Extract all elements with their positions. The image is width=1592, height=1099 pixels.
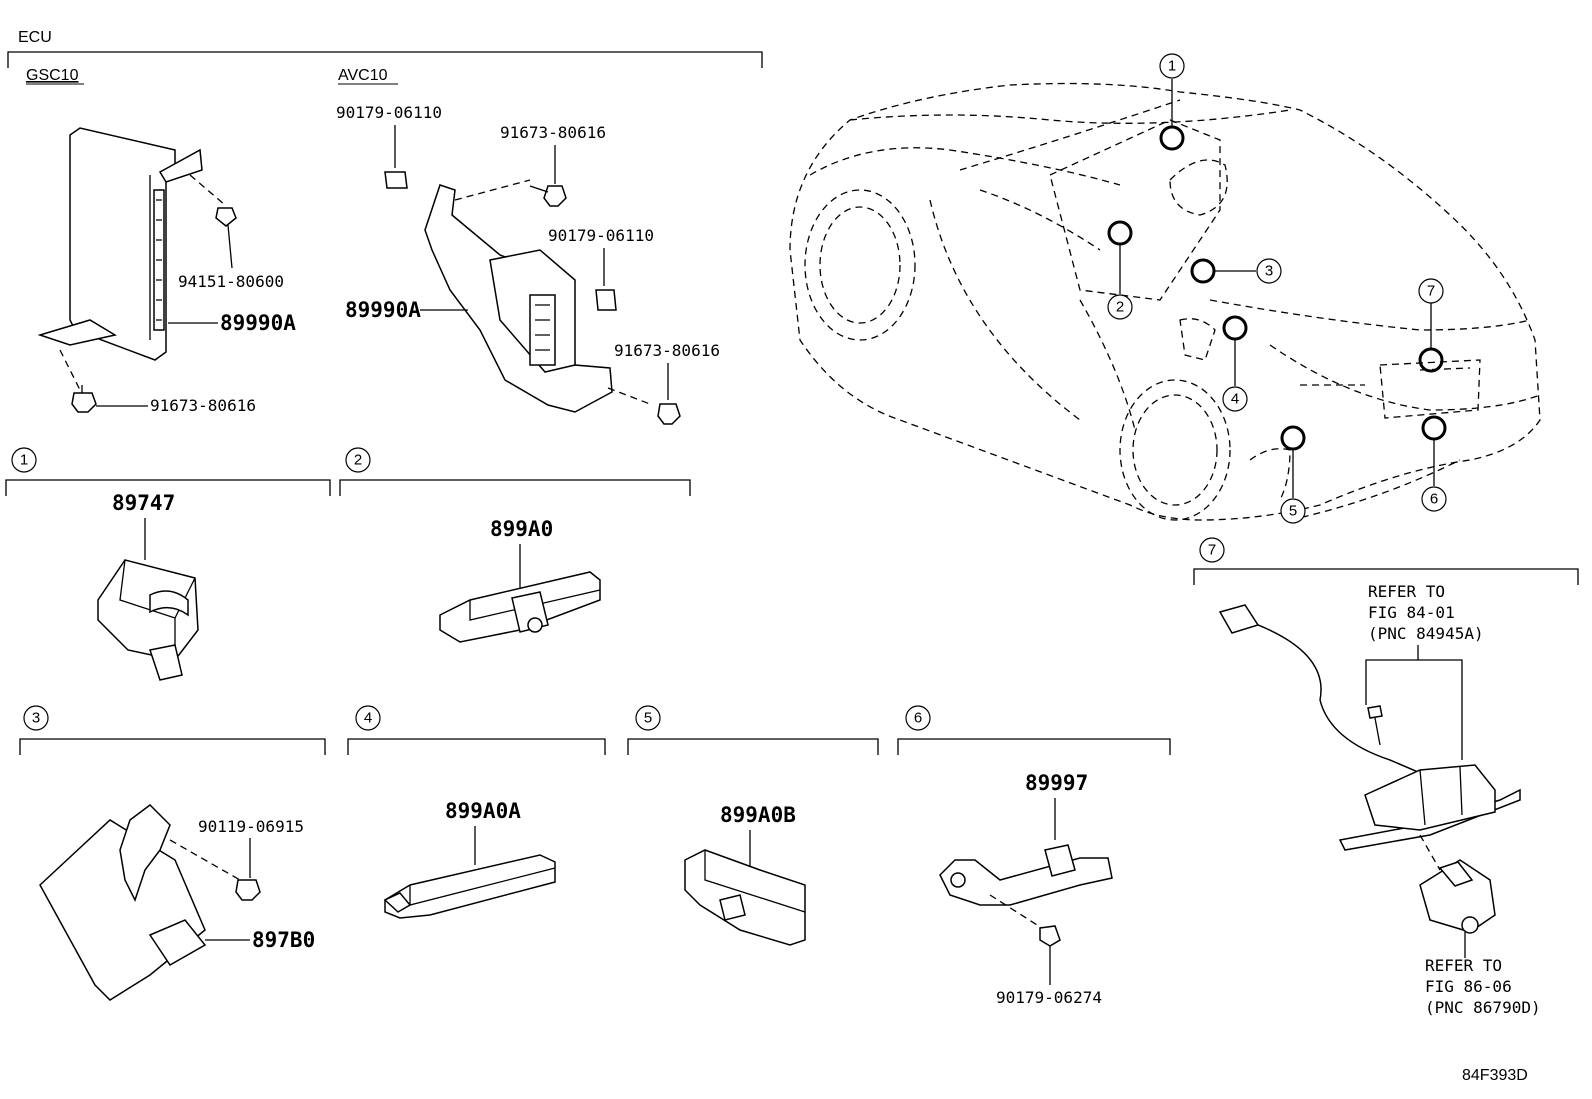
- ecu-bracket: [7, 51, 763, 68]
- refer-2-line-3: (PNC 86790D): [1425, 998, 1541, 1017]
- clip-icon-mid: [595, 289, 617, 311]
- sensor-89747: [97, 559, 199, 681]
- module-899a0: [439, 571, 601, 643]
- svg-text:4: 4: [364, 710, 372, 727]
- bolt-icon-section-3: [235, 879, 261, 901]
- refer-1-line-1: REFER TO: [1368, 582, 1445, 601]
- callout-leaders: [1119, 79, 1435, 498]
- clip-icon-left: [215, 207, 237, 227]
- label-91673-80616-top: 91673-80616: [500, 123, 606, 142]
- label-91673-80616-bottom: 91673-80616: [614, 341, 720, 360]
- callout-7: 7: [1418, 278, 1444, 304]
- bolt-icon-bottom: [657, 403, 681, 425]
- section-7-marker: [1199, 537, 1225, 563]
- svg-text:6: 6: [1430, 491, 1438, 508]
- callout-4: 4: [1222, 386, 1248, 412]
- section-7-bracket: [1193, 568, 1579, 585]
- refer-2-line-2: FIG 86-06: [1425, 977, 1512, 996]
- ecu-header: ECU: [18, 29, 52, 46]
- label-90179-06110-top: 90179-06110: [336, 103, 442, 122]
- label-90119-06915: 90119-06915: [198, 817, 304, 836]
- dashed-bolt-line-left: [59, 349, 81, 391]
- part-897b0: 897B0: [252, 928, 315, 952]
- camera-harness: [1218, 604, 1426, 776]
- part-899a0a: 899A0A: [445, 799, 521, 823]
- label-94151-80600: 94151-80600: [178, 272, 284, 291]
- section-4-marker: [355, 705, 381, 731]
- section-6-bracket: [897, 738, 1171, 755]
- callout-6: 6: [1421, 486, 1447, 512]
- figure-code: 84F393D: [1462, 1067, 1528, 1084]
- callout-5: 5: [1280, 498, 1306, 524]
- ecu-variant-gsc10: GSC10: [26, 67, 79, 84]
- part-899a0b: 899A0B: [720, 803, 796, 827]
- clip-icon-section-6: [1039, 925, 1061, 947]
- label-91673-80616-left: 91673-80616: [150, 396, 256, 415]
- ecu-module-gsc10: [37, 127, 203, 361]
- svg-text:1: 1: [20, 452, 28, 469]
- label-89990a-left: 89990A: [220, 311, 296, 335]
- svg-text:2: 2: [1116, 299, 1124, 316]
- svg-text:3: 3: [32, 710, 40, 727]
- refer-2-line-1: REFER TO: [1425, 956, 1502, 975]
- ecu-module-avc10: [424, 184, 613, 413]
- sensor-89997: [939, 844, 1113, 906]
- section-1-bracket: [5, 479, 331, 496]
- svg-text:5: 5: [644, 710, 652, 727]
- dashed-line-avc-bottom: [607, 387, 651, 405]
- bolt-icon-left: [71, 385, 97, 413]
- module-899a0b: [684, 849, 806, 946]
- section-4-bracket: [347, 738, 606, 755]
- section-2-marker: [345, 447, 371, 473]
- label-89990a-right: 89990A: [345, 298, 421, 322]
- callout-1: 1: [1159, 53, 1185, 79]
- svg-text:7: 7: [1427, 283, 1435, 300]
- refer-1-line-2: FIG 84-01: [1368, 603, 1455, 622]
- svg-text:6: 6: [914, 710, 922, 727]
- svg-text:1: 1: [1168, 58, 1176, 75]
- svg-text:7: 7: [1208, 542, 1216, 559]
- section-3-marker: [23, 705, 49, 731]
- clip-icon-top: [384, 171, 408, 189]
- location-rings: [1107, 125, 1447, 451]
- section-5-marker: [635, 705, 661, 731]
- leader-94151: [227, 224, 233, 269]
- section-3-bracket: [19, 738, 326, 755]
- refer-1-line-3: (PNC 84945A): [1368, 624, 1484, 643]
- svg-text:2: 2: [354, 452, 362, 469]
- label-90179-06110-mid: 90179-06110: [548, 226, 654, 245]
- callout-3: 3: [1256, 258, 1282, 284]
- screw-icon-section-7: [1367, 705, 1383, 746]
- dashed-line-avc-top: [454, 179, 531, 201]
- dashed-clip-line: [189, 174, 226, 206]
- svg-text:5: 5: [1289, 503, 1297, 520]
- svg-text:3: 3: [1265, 263, 1273, 280]
- part-89997: 89997: [1025, 771, 1088, 795]
- part-899a0: 899A0: [490, 517, 553, 541]
- callout-2: 2: [1107, 294, 1133, 320]
- bolt-icon-top: [529, 185, 567, 207]
- camera-bracket: [1338, 764, 1521, 851]
- section-2-bracket: [339, 479, 691, 496]
- section-5-bracket: [627, 738, 879, 755]
- section-1-marker: [11, 447, 37, 473]
- ecu-variant-avc10: AVC10: [338, 67, 388, 84]
- label-90179-06274: 90179-06274: [996, 988, 1102, 1007]
- svg-text:4: 4: [1231, 391, 1239, 408]
- camera-module: [1419, 859, 1496, 934]
- section-6-marker: [905, 705, 931, 731]
- module-897b0: [39, 804, 207, 1001]
- module-899a0a: [383, 854, 556, 919]
- part-89747: 89747: [112, 491, 175, 515]
